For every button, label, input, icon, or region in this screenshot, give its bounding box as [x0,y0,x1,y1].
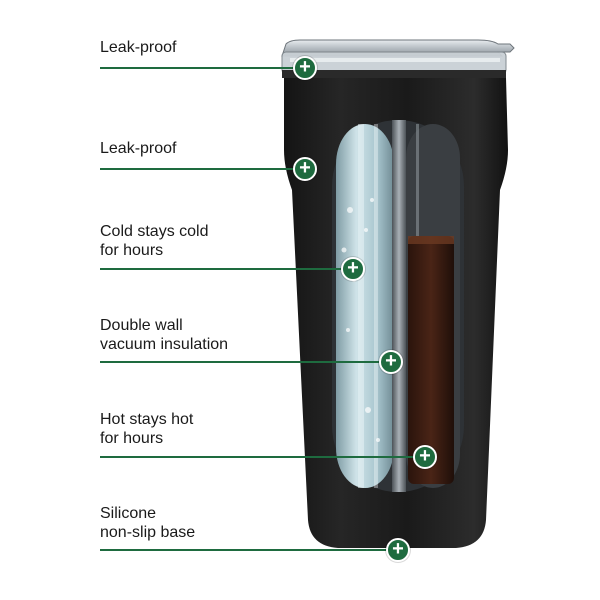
callout-label-base: Silicone non-slip base [100,505,196,541]
callout-leader-line [100,549,398,551]
plus-icon[interactable]: + [293,56,317,80]
callout-leader-line [100,456,426,458]
callout-label-hot: Hot stays hot for hours [100,411,194,447]
lid [281,39,515,78]
plus-icon[interactable]: + [386,538,410,562]
plus-icon[interactable]: + [341,257,365,281]
callout-leader-line [100,361,392,363]
callout-label-leak-proof-seal: Leak-proof [100,140,177,157]
callout-label-cold: Cold stays cold for hours [100,223,209,259]
plus-icon[interactable]: + [413,445,437,469]
callout-label-leak-proof-lid: Leak-proof [100,39,177,56]
cutaway-window [332,120,464,492]
callout-leader-line [100,268,354,270]
callout-label-insulation: Double wall vacuum insulation [100,317,229,353]
plus-icon[interactable]: + [379,350,403,374]
callout-leader-line [100,67,306,69]
plus-icon[interactable]: + [293,157,317,181]
callout-leader-line [100,168,306,170]
